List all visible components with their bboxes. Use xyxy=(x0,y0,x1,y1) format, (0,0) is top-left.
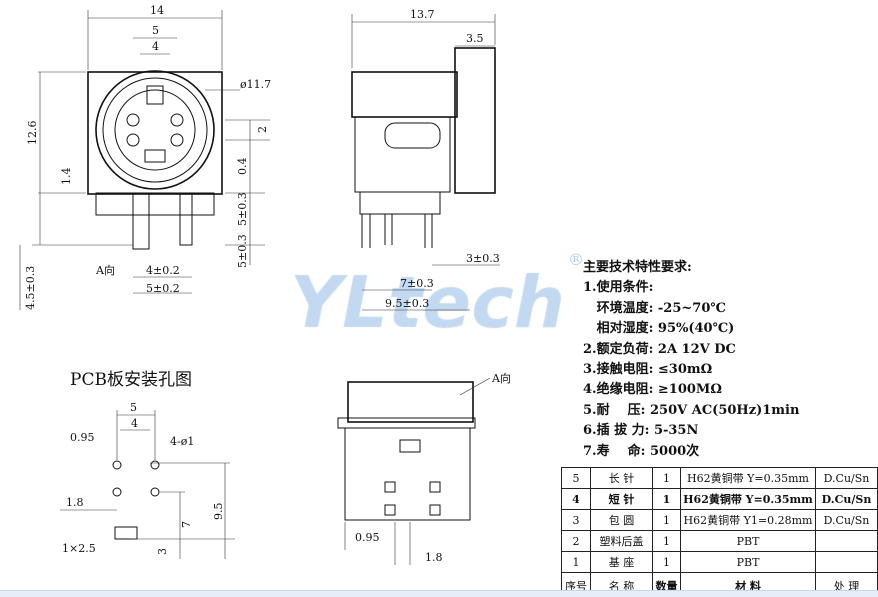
dim-5-03-a: 5±0.3 xyxy=(236,192,249,226)
logo-watermark xyxy=(285,245,570,345)
bom-cell-material: PBT xyxy=(680,530,816,552)
front-view: 14 5 4 ø11.7 2 12.6 1.4 0.4 5±0.3 5±0.3 … xyxy=(19,4,271,310)
dim-5-02: 5±0.2 xyxy=(146,282,180,295)
dim-9-5-03: 9.5±0.3 xyxy=(385,297,429,310)
bom-cell-qty: 1 xyxy=(652,551,681,573)
pcb-dim-1-8: 1.8 xyxy=(66,496,84,509)
dim-7-03: 7±0.3 xyxy=(400,277,434,290)
spec-line: 7.寿 命: 5000次 xyxy=(583,443,700,459)
bom-cell-treatment: D.Cu/Sn xyxy=(815,467,878,489)
spec-line: 环境温度: -25~70℃ xyxy=(583,300,726,316)
bom-cell-name: 塑料后盖 xyxy=(590,530,653,552)
bom-cell-name: 长 针 xyxy=(590,467,653,489)
spec-line: 4.绝缘电阻: ≥100MΩ xyxy=(583,382,722,398)
bom-cell-qty: 1 xyxy=(652,509,681,531)
bom-cell-qty: 1 xyxy=(652,530,681,552)
dim-3-5: 3.5 xyxy=(466,32,484,45)
bom-cell-material: PBT xyxy=(680,551,816,573)
bom-cell-material: H62黄铜带 Y=0.35mm xyxy=(680,467,816,489)
dim-2: 2 xyxy=(256,126,269,133)
dim-length: 13.7 xyxy=(410,8,435,21)
side-view: 13.7 3.5 3±0.3 7±0.3 9.5±0.3 xyxy=(351,8,500,311)
bom-cell-material: H62黄铜带 Y=0.35mm xyxy=(680,488,816,510)
bom-cell-name: 短 针 xyxy=(590,488,653,510)
dim-1-4: 1.4 xyxy=(60,168,73,186)
bom-cell-qty: 1 xyxy=(652,467,681,489)
spec-line: 3.接触电阻: ≤30mΩ xyxy=(583,362,713,378)
spec-list: 主要技术特性要求: 1.使用条件: 环境温度: -25~70℃ 相对湿度: 95… xyxy=(583,258,799,462)
dim-4: 4 xyxy=(152,40,159,53)
bottom-dim-1-8: 1.8 xyxy=(425,551,443,564)
bom-cell-treatment: D.Cu/Sn xyxy=(815,509,878,531)
dim-4-02: 4±0.2 xyxy=(146,264,180,277)
spec-line: 相对湿度: 95%(40℃) xyxy=(583,321,735,337)
bottom-strip xyxy=(0,590,878,597)
pcb-dim-0-95: 0.95 xyxy=(70,431,95,444)
spec-line: 1.使用条件: xyxy=(583,280,654,296)
bom-cell-seq: 3 xyxy=(561,509,591,531)
dim-4-5: 4.5±0.3 xyxy=(24,266,37,310)
pcb-title: PCB板安装孔图 xyxy=(70,370,192,390)
pcb-dim-3: 3 xyxy=(156,548,169,555)
bom-cell-name: 包 圆 xyxy=(590,509,653,531)
bom-cell-seq: 4 xyxy=(561,488,591,510)
bom-cell-seq: 2 xyxy=(561,530,591,552)
view-a-label: A向 xyxy=(95,263,115,277)
spec-title: 主要技术特性要求: xyxy=(583,260,692,275)
pcb-hole-layout: 5 4 0.95 4-ø1 1.8 9.5 7 3 1×2.5 xyxy=(60,401,235,559)
bom-cell-seq: 5 xyxy=(561,467,591,489)
bom-cell-name: 基 座 xyxy=(590,551,653,573)
dim-0-4: 0.4 xyxy=(236,158,249,176)
bom-cell-material: H62黄铜带 Y1=0.28mm xyxy=(680,509,816,531)
bom-cell-treatment xyxy=(815,530,878,552)
pcb-dim-9-5: 9.5 xyxy=(212,503,225,521)
spec-line: 5.耐 压: 250V AC(50Hz)1min xyxy=(583,402,800,418)
bom-cell-treatment: D.Cu/Sn xyxy=(815,488,878,510)
bottom-dim-0-95: 0.95 xyxy=(355,531,380,544)
bottom-view: A向 0.95 1.8 xyxy=(337,371,511,565)
dim-width: 14 xyxy=(150,4,164,17)
bom-cell-treatment xyxy=(815,551,878,573)
bom-cell-qty: 1 xyxy=(652,488,681,510)
bottom-view-a-label: A向 xyxy=(491,371,511,385)
dim-3-03: 3±0.3 xyxy=(466,252,500,265)
dim-5: 5 xyxy=(152,24,159,37)
dim-diameter: ø11.7 xyxy=(240,78,271,91)
bom-cell-seq: 1 xyxy=(561,551,591,573)
dim-5-03-b: 5±0.3 xyxy=(236,234,249,268)
pcb-slot: 1×2.5 xyxy=(62,542,96,555)
registered-mark: ® xyxy=(568,250,584,269)
pcb-holes: 4-ø1 xyxy=(170,435,194,448)
pcb-dim-7: 7 xyxy=(180,521,193,528)
pcb-dim-5: 5 xyxy=(130,401,137,414)
dim-height: 12.6 xyxy=(26,121,39,146)
spec-line: 2.额定负荷: 2A 12V DC xyxy=(583,341,736,357)
spec-line: 6.插 拔 力: 5-35N xyxy=(583,423,699,439)
pcb-dim-4: 4 xyxy=(131,417,138,430)
